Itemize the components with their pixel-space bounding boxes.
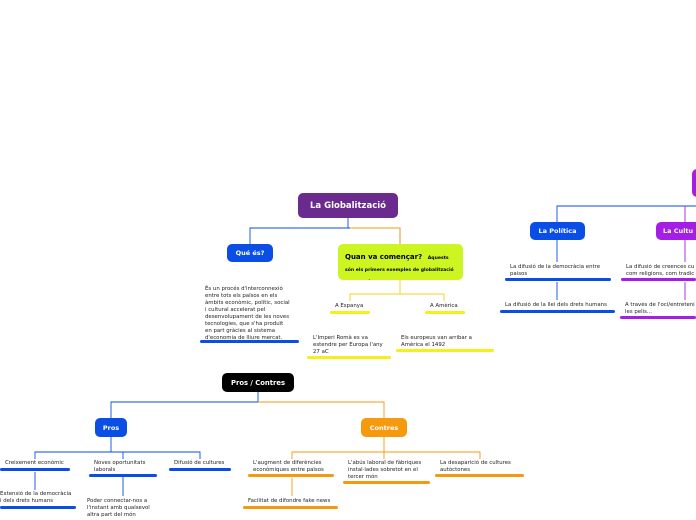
contres-item-1-underline [248,474,334,477]
politica-item-2-underline [500,310,615,313]
root-node[interactable]: La Globalització [298,193,398,218]
quan-note: Aquests són els primers exemples de glob… [345,256,454,273]
espanya-text: L'Imperi Romà es va estendre per Europa … [313,335,383,355]
america-text: Els europeus van arribar a Amèrica el 14… [401,335,472,348]
pros-item-1-underline [0,468,70,471]
pros-contres-node[interactable]: Pros / Contres [222,373,294,392]
america-underline [425,311,465,314]
cultura-item-1: La difusió de creences cu com religions,… [626,264,695,277]
cultura-item-2-underline [620,316,696,319]
contres-node[interactable]: Contres [361,418,407,437]
pros-node[interactable]: Pros [95,418,127,437]
pros-label: Pros [102,423,120,432]
pros-item-2: Noves oportunitats laborals [94,460,146,473]
contres-item-2-underline [343,481,430,484]
que-es-underline [200,340,299,343]
offscreen-node[interactable] [692,169,696,197]
que-es-label: Qué és? [235,249,265,257]
que-es-node[interactable]: Qué és? [227,244,273,262]
politica-node[interactable]: La Política [530,222,585,240]
pros-subitem-2: Poder connectar-nos a l'instant amb qual… [87,498,150,518]
politica-label: La Política [538,227,577,235]
contres-item-3: La desaparició de cultures autòctones [440,460,511,473]
que-es-text: És un procés d'interconnexió entre tots … [205,286,290,341]
quan-content: Quan va començar? Aquests són els primer… [345,250,454,280]
pros-subitem-1: Extensió de la democràcia i dels drets h… [0,491,72,504]
pros-subitem-1-underline [0,506,76,509]
politica-item-1-underline [505,278,611,281]
pros-item-3: Difusió de cultures [174,460,225,466]
pros-contres-label: Pros / Contres [230,378,286,387]
pros-item-1: Creixement econòmic [5,460,64,466]
espanya-label: A Espanya [335,303,364,309]
cultura-item-1-underline [621,278,696,281]
espanya-text-underline [307,356,391,359]
pros-item-2-underline [89,474,157,477]
cultura-item-2: A través de l'oci/entreteni les pelis... [625,302,695,315]
politica-item-2: La difusió de la llei dels drets humans [505,302,607,308]
quan-label: Quan va començar? [345,253,423,261]
contres-subitem-1: Facilitat de difondre fake news [248,498,331,504]
contres-subitem-1-underline [243,506,338,509]
pros-item-3-underline [169,468,231,471]
america-label: A Amèrica [430,303,458,309]
contres-item-3-underline [435,474,524,477]
espanya-underline [330,311,370,314]
root-label: La Globalització [309,200,387,211]
quan-node[interactable]: Quan va començar? Aquests són els primer… [338,244,463,280]
politica-item-1: La difusió de la democràcia entre paisos [510,264,601,277]
cultura-label: La Cultu [663,227,694,235]
contres-item-2: L'abús laboral de fàbriques instal·lades… [348,460,422,480]
contres-item-1: L'augment de diferències econòmiques ent… [253,460,324,473]
cultura-node[interactable]: La Cultu [656,222,696,240]
contres-label: Contres [369,423,399,432]
america-text-underline [396,349,494,352]
